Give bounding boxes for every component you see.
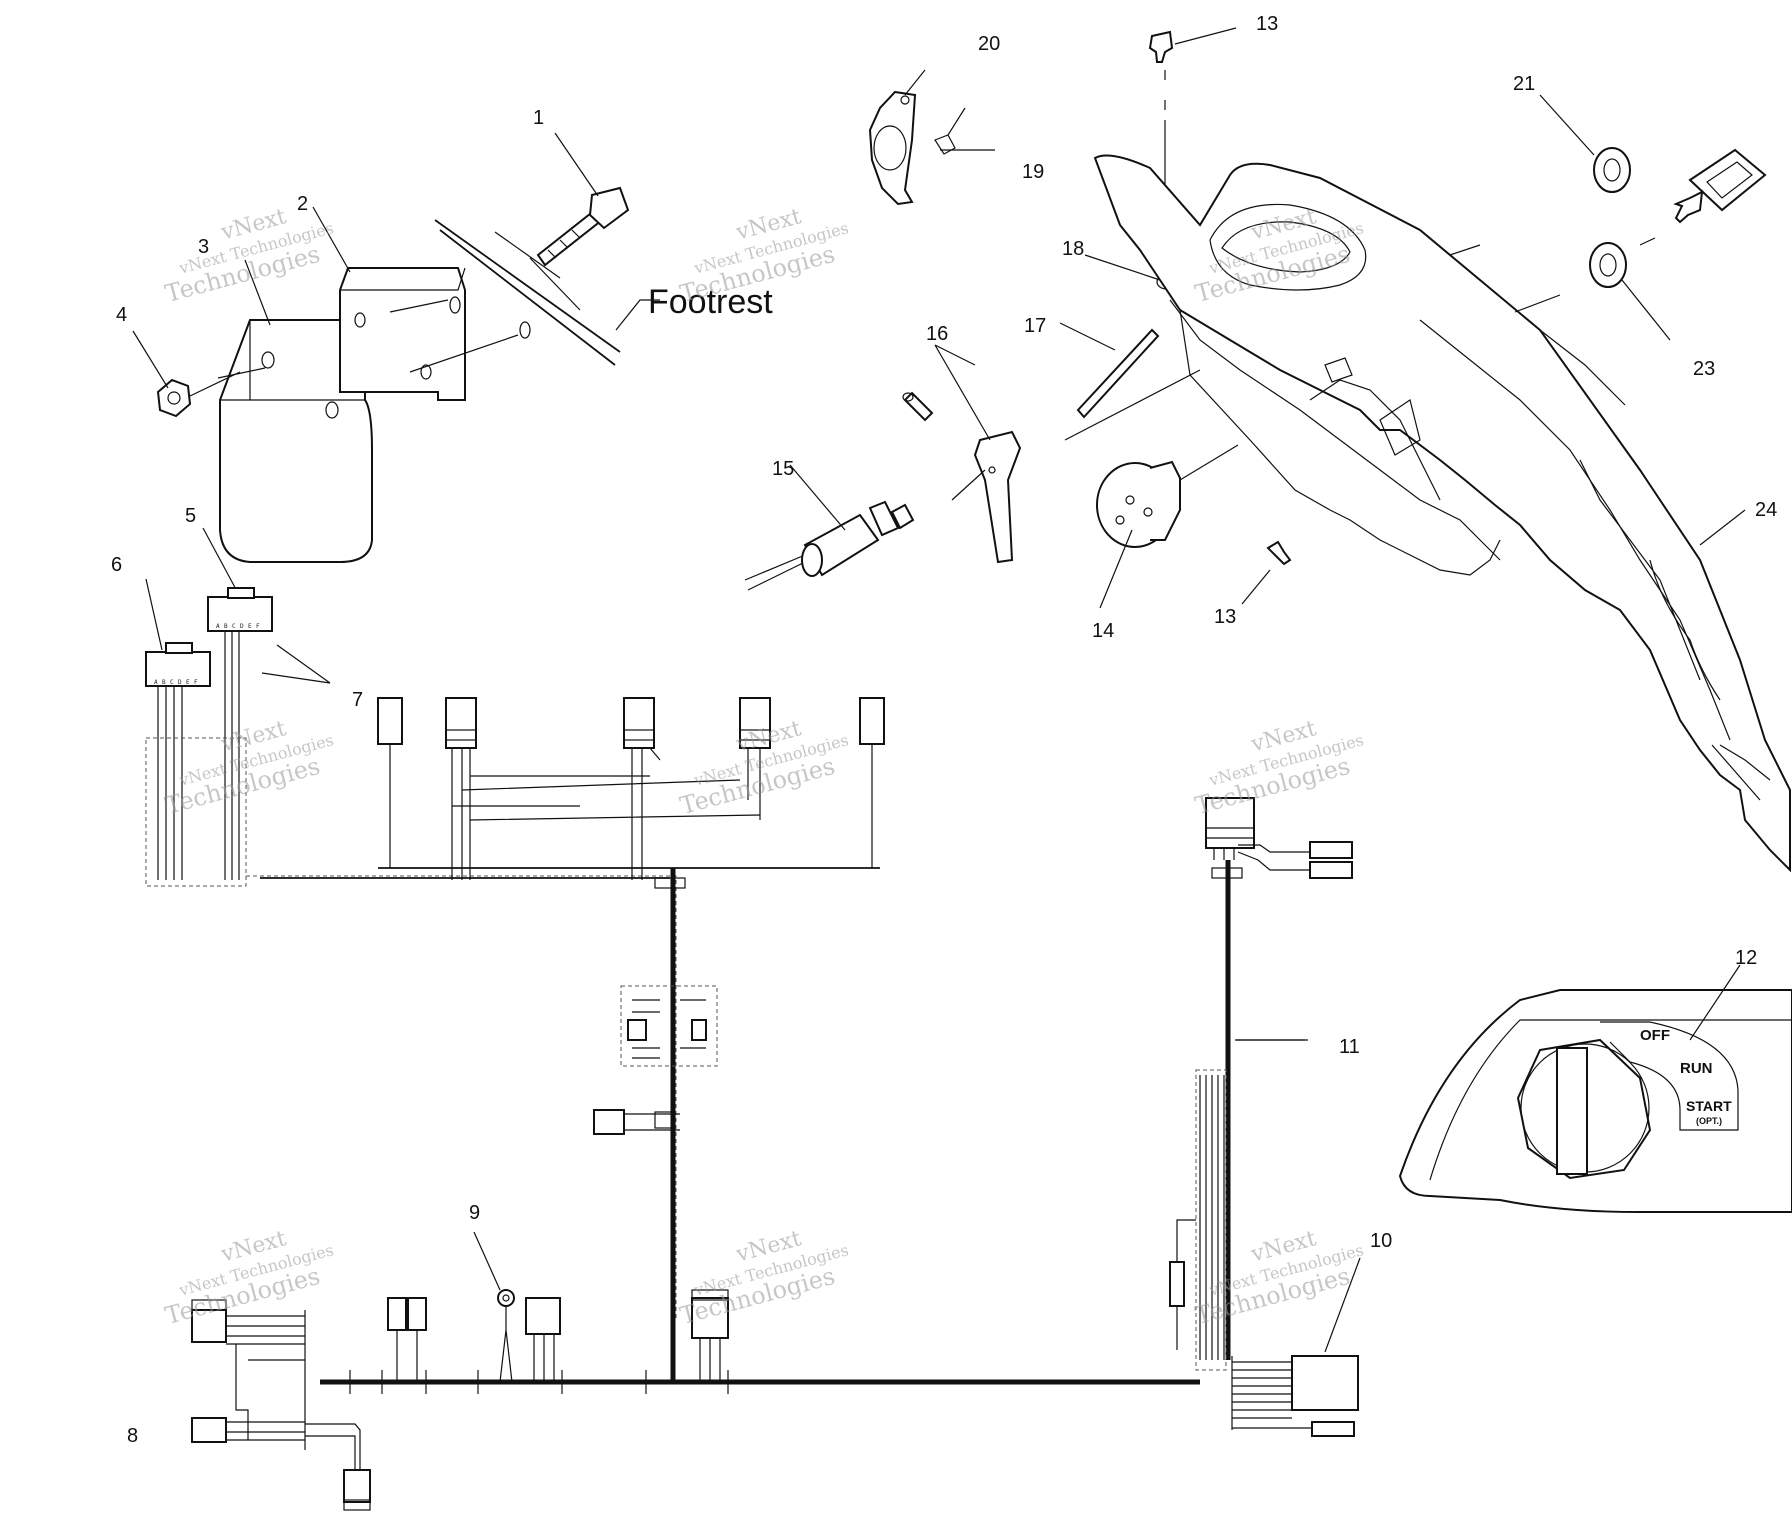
pin-label: F bbox=[256, 623, 260, 630]
callout-12: 12 bbox=[1735, 947, 1757, 969]
pin-label: B bbox=[224, 623, 228, 630]
callout-13-bottom: 13 bbox=[1214, 606, 1236, 628]
pin-label: D bbox=[240, 623, 244, 630]
lock-nut bbox=[1589, 242, 1671, 341]
callout-15: 15 bbox=[772, 458, 794, 480]
switch-position-opt: (OPT.) bbox=[1696, 1116, 1722, 1126]
callout-16: 16 bbox=[926, 323, 948, 345]
callout-19: 19 bbox=[1022, 161, 1044, 183]
callout-17: 17 bbox=[1024, 315, 1046, 337]
mount-bracket bbox=[868, 90, 917, 206]
connector bbox=[525, 1297, 561, 1335]
console-housing bbox=[1064, 154, 1791, 873]
footrest-assembly bbox=[156, 186, 630, 563]
connector-block-5: A B C D E F bbox=[207, 587, 273, 632]
callout-8: 8 bbox=[127, 1425, 138, 1447]
footrest-label: Footrest bbox=[648, 283, 773, 321]
pin-label: B bbox=[162, 679, 166, 686]
lever bbox=[973, 430, 1022, 564]
connector bbox=[343, 1469, 371, 1503]
callout-23: 23 bbox=[1693, 358, 1715, 380]
console-body bbox=[1093, 154, 1791, 873]
connector bbox=[859, 697, 885, 745]
callout-numbers: 1 2 3 4 5 6 7 8 9 10 11 12 13 13 14 15 1… bbox=[111, 13, 1777, 1447]
callout-7: 7 bbox=[352, 689, 363, 711]
connector bbox=[377, 697, 403, 745]
connector bbox=[191, 1417, 227, 1443]
callout-10: 10 bbox=[1370, 1230, 1392, 1252]
switch bbox=[744, 464, 915, 591]
switch-parts bbox=[744, 27, 1292, 609]
callout-13-top: 13 bbox=[1256, 13, 1278, 35]
callout-9: 9 bbox=[469, 1202, 480, 1224]
key-switch bbox=[1096, 444, 1239, 609]
connector bbox=[1291, 1355, 1359, 1411]
connector bbox=[1205, 797, 1255, 849]
callout-20: 20 bbox=[978, 33, 1000, 55]
callout-24: 24 bbox=[1755, 499, 1777, 521]
key bbox=[1673, 148, 1767, 224]
callout-2: 2 bbox=[297, 193, 308, 215]
nut bbox=[156, 371, 241, 418]
relay bbox=[387, 1297, 407, 1331]
callout-6: 6 bbox=[111, 554, 122, 576]
footrest-pad bbox=[219, 319, 373, 563]
ignition-panel: OFF RUN START (OPT.) bbox=[1398, 964, 1792, 1213]
callout-1: 1 bbox=[533, 107, 544, 129]
pin-label: D bbox=[178, 679, 182, 686]
pin-label: C bbox=[232, 623, 236, 630]
callout-14: 14 bbox=[1092, 620, 1114, 642]
wire-harness bbox=[191, 697, 1361, 1511]
switch-position-off: OFF bbox=[1640, 1027, 1670, 1044]
switch-position-run: RUN bbox=[1680, 1060, 1713, 1077]
pin-label: A bbox=[154, 679, 158, 686]
pin-label: E bbox=[248, 623, 252, 630]
pin-label: F bbox=[194, 679, 198, 686]
grommet bbox=[1539, 94, 1631, 193]
callout-11: 11 bbox=[1339, 1036, 1360, 1058]
pin-label: E bbox=[186, 679, 190, 686]
callout-5: 5 bbox=[185, 505, 196, 527]
pin-label: C bbox=[170, 679, 174, 686]
connector bbox=[691, 1297, 729, 1339]
connector-block-6: A B C D E F bbox=[145, 642, 211, 687]
callout-3: 3 bbox=[198, 236, 209, 258]
footrest-block bbox=[339, 267, 466, 401]
callout-4: 4 bbox=[116, 304, 127, 326]
bolt bbox=[536, 186, 630, 267]
callout-18: 18 bbox=[1062, 238, 1084, 260]
pin-label: A bbox=[216, 623, 220, 630]
relay bbox=[407, 1297, 427, 1331]
switch-position-start: START bbox=[1686, 1098, 1732, 1114]
callout-21: 21 bbox=[1513, 73, 1535, 95]
